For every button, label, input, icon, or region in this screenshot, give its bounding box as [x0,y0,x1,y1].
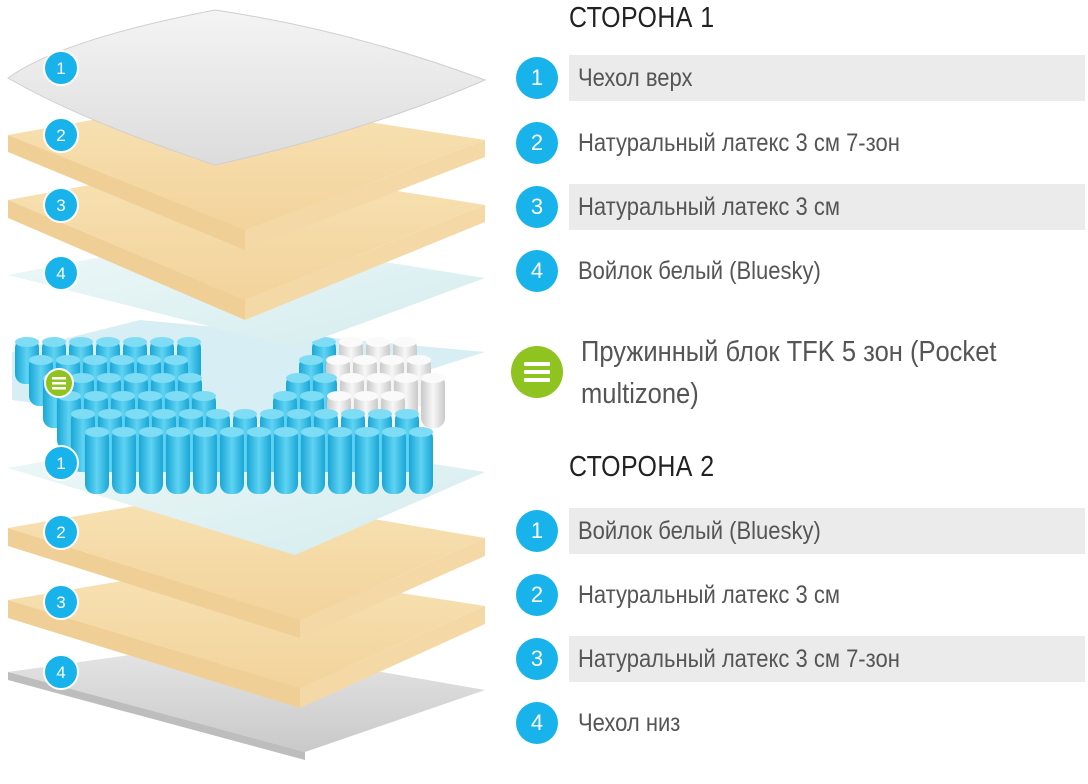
layer-label: Войлок белый (Bluesky) [578,248,821,294]
mattress-layers-illustration: 1 2 3 4 1 2 3 4 [0,0,505,784]
spring-coil [301,427,325,494]
layer-number-badge: 2 [516,122,558,164]
side2-layer-4: 4 Чехол низ [516,700,1088,746]
svg-text:3: 3 [56,593,65,612]
illustration-number-badge: 4 [44,655,78,689]
svg-text:1: 1 [56,454,65,473]
layer-number-badge: 3 [516,638,558,680]
side1-layer-3: 3 Натуральный латекс 3 см [516,184,1088,230]
layer-number-badge: 1 [516,57,558,99]
svg-text:2: 2 [56,523,65,542]
layers-icon [511,346,563,398]
spring-coil [409,427,433,494]
layer-label: Натуральный латекс 3 см [578,572,840,618]
svg-text:4: 4 [56,264,65,283]
layer-label: Чехол верх [578,55,693,101]
illustration-number-badge: 1 [44,51,78,85]
layer-number-badge: 4 [516,250,558,292]
side-1-title: СТОРОНА 1 [569,2,715,35]
layer-label: Натуральный латекс 3 см 7-зон [578,636,900,682]
svg-text:1: 1 [56,59,65,78]
layer-number-badge: 3 [516,186,558,228]
spring-coil [139,427,163,494]
spring-coil [220,427,244,494]
layer-number-badge: 4 [516,702,558,744]
spring-coil [328,427,352,494]
svg-text:4: 4 [56,663,65,682]
spring-coil [112,427,136,494]
illustration-number-badge: 2 [44,118,78,152]
spring-coil [274,427,298,494]
spring-coil [166,427,190,494]
spring-coil [355,427,379,494]
layer-label: Натуральный латекс 3 см [578,184,840,230]
spring-layers-icon [45,369,73,397]
layer-label: Натуральный латекс 3 см 7-зон [578,120,900,166]
spring-coil [193,427,217,494]
spring-coil [382,427,406,494]
side-2-title: СТОРОНА 2 [569,451,715,484]
layer-label: Войлок белый (Bluesky) [578,508,821,554]
layer-label: Чехол низ [578,700,680,746]
side1-layer-1: 1 Чехол верх [516,55,1088,101]
side2-layer-3: 3 Натуральный латекс 3 см 7-зон [516,636,1088,682]
side2-layer-1: 1 Войлок белый (Bluesky) [516,508,1088,554]
svg-text:3: 3 [56,196,65,215]
spring-block-label: Пружинный блок TFK 5 зон (Pocket multizo… [581,331,1074,415]
side1-layer-4: 4 Войлок белый (Bluesky) [516,248,1088,294]
illustration-number-badge: 3 [44,585,78,619]
svg-text:2: 2 [56,126,65,145]
illustration-number-badge: 2 [44,515,78,549]
illustration-number-badge: 4 [44,256,78,290]
layer-number-badge: 1 [516,510,558,552]
layer-number-badge: 2 [516,574,558,616]
spring-coil [85,427,109,494]
illustration-number-badge: 1 [44,446,78,480]
spring-coil [247,427,271,494]
illustration-number-badge: 3 [44,188,78,222]
spring-block-row: Пружинный блок TFK 5 зон (Pocket multizo… [511,331,1088,421]
side1-layer-2: 2 Натуральный латекс 3 см 7-зон [516,120,1088,166]
spring-coil [421,373,445,428]
side2-layer-2: 2 Натуральный латекс 3 см [516,572,1088,618]
